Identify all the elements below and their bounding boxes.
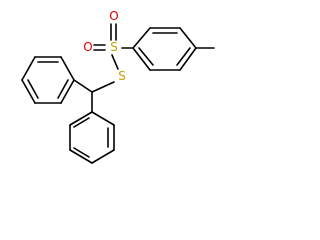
bond: [132, 27, 151, 49]
bond: [73, 79, 93, 93]
bond: [57, 79, 69, 99]
bond: [27, 79, 39, 99]
bond: [132, 47, 151, 71]
bond: [73, 147, 90, 158]
bond: [60, 79, 75, 104]
bond: [176, 47, 191, 66]
bond: [21, 56, 36, 81]
bond: [91, 81, 115, 93]
sulfonyl-sulfur-label: S: [110, 40, 118, 54]
structure-diagram: O O S S: [21, 9, 215, 164]
bond: [21, 79, 36, 104]
bond: [69, 111, 93, 126]
bond: [91, 149, 115, 164]
bond: [179, 47, 197, 71]
bond: [60, 56, 75, 81]
bond: [69, 149, 93, 164]
bond: [111, 54, 119, 70]
bond: [73, 117, 90, 128]
phenyl-ring-upper: [21, 56, 75, 104]
phenyl-ring-lower: [69, 111, 115, 164]
bond: [138, 47, 154, 66]
bond: [179, 27, 197, 49]
bond: [91, 111, 115, 126]
thio-sulfur-label: S: [118, 69, 126, 83]
benzhydryl-carbon: [73, 79, 115, 113]
oxygen-top-label: O: [109, 9, 118, 23]
sulfonyl-group: O O S S: [83, 9, 134, 83]
oxygen-left-label: O: [83, 40, 92, 54]
tolyl-ring: [132, 27, 215, 71]
